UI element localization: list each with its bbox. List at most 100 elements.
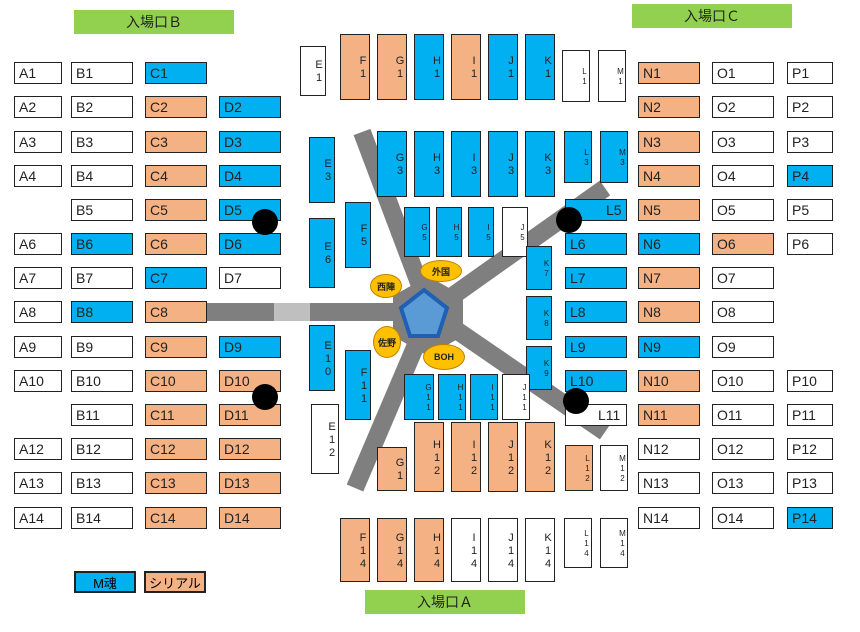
booth-n2: N2 [638,96,700,118]
booth-k12: K12 [525,422,555,492]
booth-l7: L7 [565,267,627,289]
booth-gaikoku: 外国 [420,260,462,282]
booth-b11: B11 [71,404,133,426]
center-stage-pentagon [398,287,450,338]
booth-a7: A7 [14,267,62,289]
booth-b3: B3 [71,131,133,153]
booth-j1: J1 [488,34,518,100]
marker-dot [563,388,589,414]
booth-a2: A2 [14,96,62,118]
legend-m-tamashii: M魂 [74,571,136,593]
booth-d14: D14 [219,507,281,529]
booth-nishijin: 西陣 [370,274,402,298]
marker-dot [252,209,278,235]
booth-o5: O5 [712,199,774,221]
booth-o6: O6 [712,233,774,255]
booth-o14: O14 [712,507,774,529]
booth-n8: N8 [638,301,700,323]
booth-f14: F14 [340,518,370,582]
booth-o7: O7 [712,267,774,289]
booth-d12: D12 [219,438,281,460]
booth-l10: L10 [565,370,627,392]
booth-o2: O2 [712,96,774,118]
booth-d10: D10 [219,370,281,392]
booth-e1: E1 [300,46,326,96]
booth-p12: P12 [787,438,833,460]
booth-l6: L6 [565,233,627,255]
booth-g11: G11 [404,374,434,420]
booth-n12: N12 [638,438,700,460]
booth-e6: E6 [309,218,335,288]
booth-h3: H3 [414,131,444,197]
booth-n7: N7 [638,267,700,289]
booth-a1: A1 [14,62,62,84]
booth-d13: D13 [219,472,281,494]
booth-k14: K14 [525,518,555,582]
booth-b1: B1 [71,62,133,84]
booth-j3: J3 [488,131,518,197]
booth-n14: N14 [638,507,700,529]
booth-e12: E12 [311,404,339,474]
booth-i11: I11 [470,374,498,420]
booth-g14: G14 [377,518,407,582]
gate-a: 入場口Ａ [365,590,525,614]
booth-d3: D3 [219,131,281,153]
booth-n9: N9 [638,336,700,358]
booth-n5: N5 [638,199,700,221]
booth-a4: A4 [14,165,62,187]
booth-p11: P11 [787,404,833,426]
booth-b13: B13 [71,472,133,494]
booth-p14: P14 [787,507,833,529]
booth-o11: O11 [712,404,774,426]
booth-l12: L12 [565,445,593,491]
booth-c7: C7 [145,267,207,289]
booth-b8: B8 [71,301,133,323]
booth-n4: N4 [638,165,700,187]
booth-k7: K7 [526,246,552,290]
booth-b7: B7 [71,267,133,289]
legend-serial: シリアル [144,571,206,593]
gate-c: 入場口Ｃ [632,4,792,28]
runway-left-gap [274,303,310,321]
booth-l9: L9 [565,336,627,358]
booth-o12: O12 [712,438,774,460]
booth-c8: C8 [145,301,207,323]
booth-p1: P1 [787,62,833,84]
booth-a3: A3 [14,131,62,153]
booth-i3: I3 [451,131,481,197]
booth-d2: D2 [219,96,281,118]
booth-o4: O4 [712,165,774,187]
booth-h11: H11 [438,374,466,420]
booth-k1: K1 [525,34,555,100]
booth-l8: L8 [565,301,627,323]
booth-a6: A6 [14,233,62,255]
booth-p4: P4 [787,165,833,187]
booth-a8: A8 [14,301,62,323]
booth-o8: O8 [712,301,774,323]
booth-o9: O9 [712,336,774,358]
booth-a14: A14 [14,507,62,529]
booth-c5: C5 [145,199,207,221]
booth-f5: F5 [345,202,371,268]
booth-p10: P10 [787,370,833,392]
booth-j11: J11 [502,374,530,420]
booth-b12: B12 [71,438,133,460]
booth-i1: I1 [451,34,481,100]
booth-e3: E3 [309,137,335,203]
booth-c14: C14 [145,507,207,529]
booth-boh: BOH [423,344,465,370]
booth-c10: C10 [145,370,207,392]
booth-j14: J14 [488,518,518,582]
booth-b14: B14 [71,507,133,529]
booth-c6: C6 [145,233,207,255]
booth-l14: L14 [564,518,592,568]
booth-c1: C1 [145,62,207,84]
marker-dot [556,207,582,233]
gate-b: 入場口Ｂ [74,10,234,34]
booth-l3: L3 [564,131,592,183]
booth-i14: I14 [451,518,481,582]
booth-c9: C9 [145,336,207,358]
booth-p3: P3 [787,131,833,153]
booth-b9: B9 [71,336,133,358]
